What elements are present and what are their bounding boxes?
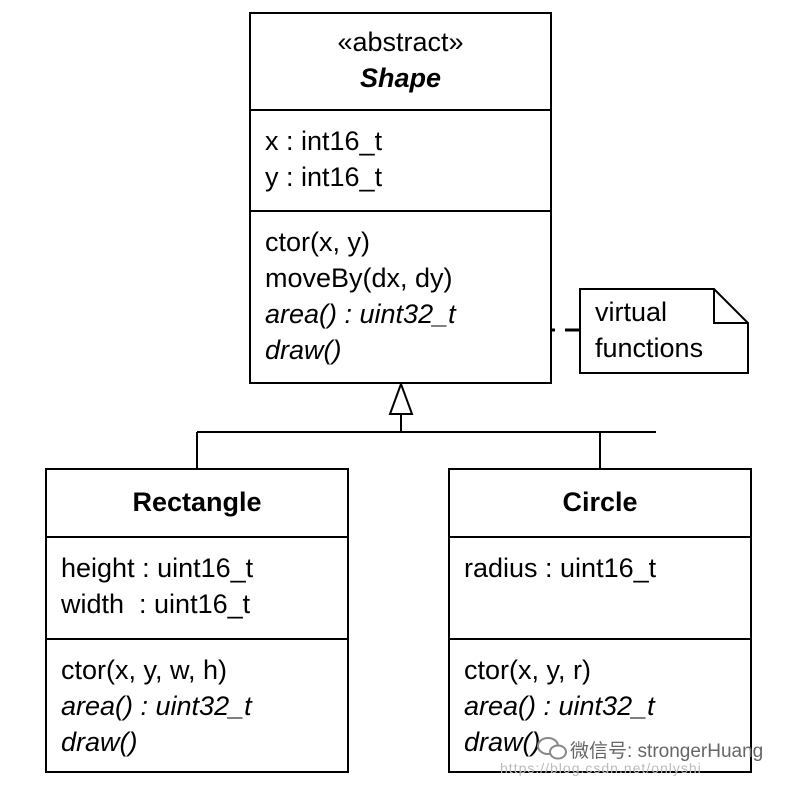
rectangle-class-name: Rectangle bbox=[132, 487, 262, 517]
shape-attribute: y : int16_t bbox=[265, 162, 383, 192]
circle-attributes-compartment: radius : uint16_t bbox=[450, 536, 750, 638]
shape-stereotype: «abstract» bbox=[337, 27, 464, 57]
circle-operations-compartment: ctor(x, y, r) area() : uint32_t draw() bbox=[450, 638, 750, 771]
note-fold bbox=[713, 289, 748, 324]
rectangle-operation: ctor(x, y, w, h) bbox=[61, 655, 228, 685]
shape-attributes-compartment: x : int16_t y : int16_t bbox=[251, 109, 550, 210]
rectangle-name-compartment: Rectangle bbox=[47, 470, 347, 536]
shape-operations-compartment: ctor(x, y) moveBy(dx, dy) area() : uint3… bbox=[251, 210, 550, 382]
rectangle-operations-compartment: ctor(x, y, w, h) area() : uint32_t draw(… bbox=[47, 638, 347, 771]
rectangle-class: Rectangle height : uint16_t width : uint… bbox=[45, 468, 349, 773]
shape-class-name: Shape bbox=[359, 63, 442, 93]
circle-class-name: Circle bbox=[562, 487, 638, 517]
shape-operation: draw() bbox=[265, 335, 342, 365]
rectangle-operation: draw() bbox=[61, 727, 138, 757]
generalization-arrowhead bbox=[388, 381, 414, 415]
circle-class: Circle radius : uint16_t ctor(x, y, r) a… bbox=[448, 468, 752, 773]
note-shape bbox=[579, 288, 749, 374]
circle-operation: area() : uint32_t bbox=[464, 691, 655, 721]
rectangle-attributes-compartment: height : uint16_t width : uint16_t bbox=[47, 536, 347, 638]
circle-attribute: radius : uint16_t bbox=[464, 553, 657, 583]
circle-operation: ctor(x, y, r) bbox=[464, 655, 591, 685]
watermark-url: https://blog.csdn.net/onlyshi bbox=[500, 760, 702, 776]
shape-operation: area() : uint32_t bbox=[265, 299, 456, 329]
circle-operation: draw() bbox=[464, 727, 541, 757]
shape-operation: ctor(x, y) bbox=[265, 227, 370, 257]
note-text-line: virtual bbox=[595, 297, 668, 327]
shape-attribute: x : int16_t bbox=[265, 126, 383, 156]
rectangle-attribute: height : uint16_t bbox=[61, 553, 254, 583]
circle-name-compartment: Circle bbox=[450, 470, 750, 536]
rectangle-attribute: width : uint16_t bbox=[61, 589, 251, 619]
rectangle-operation: area() : uint32_t bbox=[61, 691, 252, 721]
shape-name-compartment: «abstract» Shape bbox=[251, 14, 550, 109]
watermark-label: 微信号: strongerHuang bbox=[570, 741, 764, 762]
note-text-line: functions bbox=[595, 333, 704, 363]
shape-operation: moveBy(dx, dy) bbox=[265, 263, 453, 293]
shape-class: «abstract» Shape x : int16_t y : int16_t… bbox=[249, 12, 552, 384]
